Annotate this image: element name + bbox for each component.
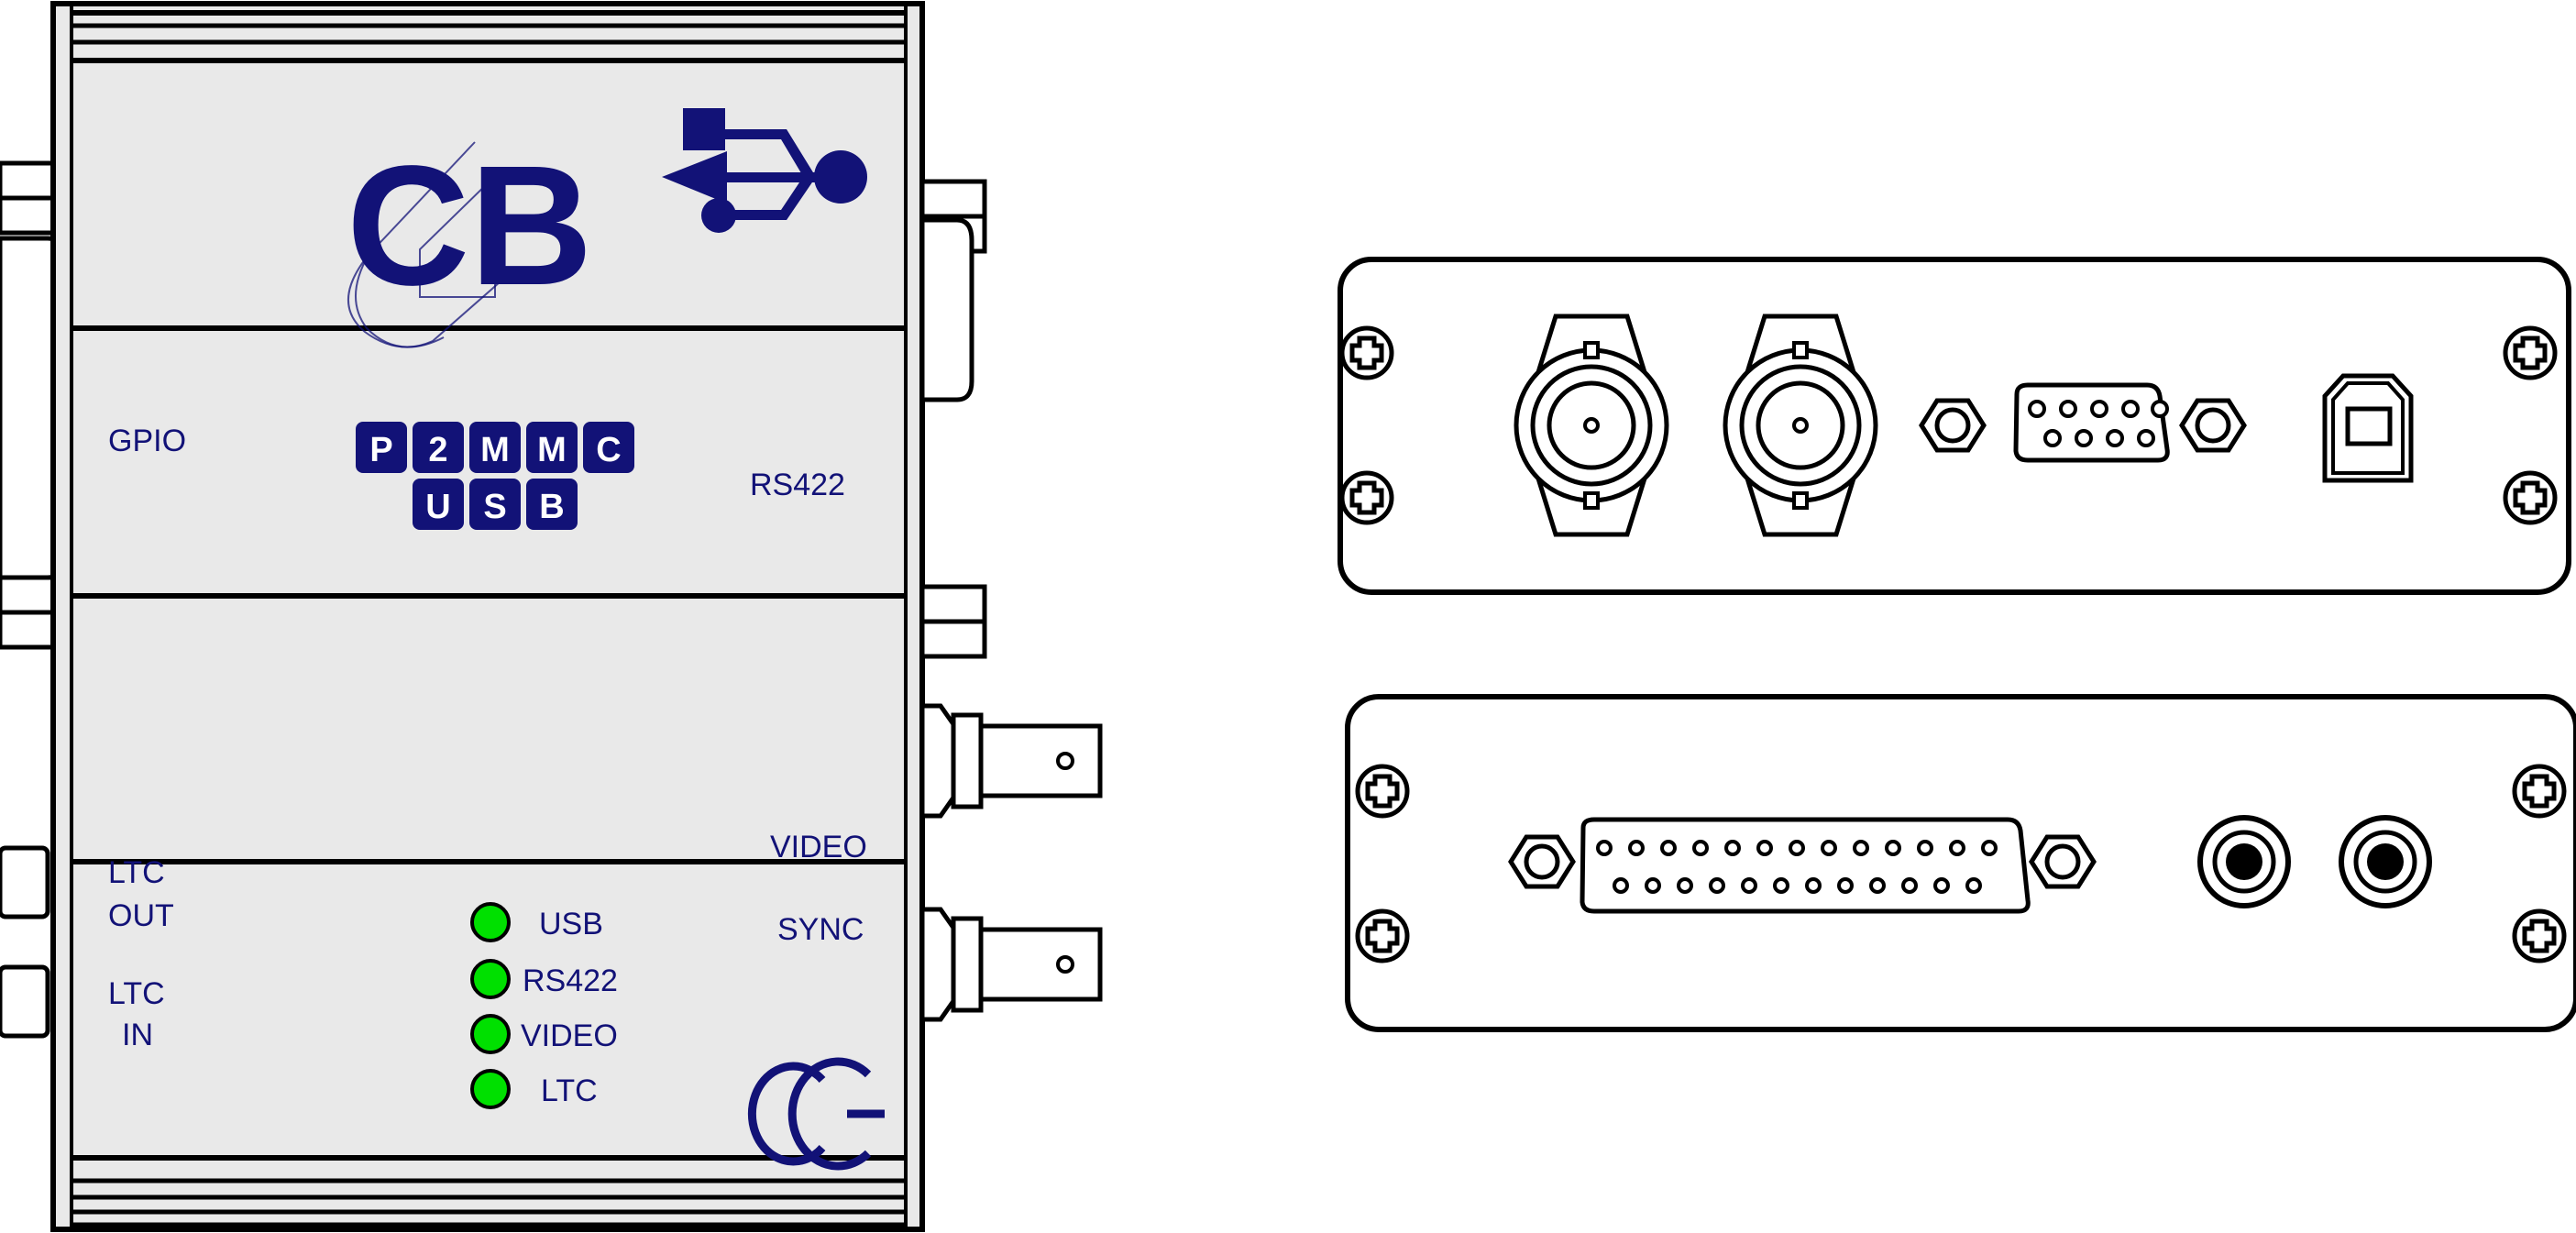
cb-logo: CB [347, 131, 593, 348]
led-rs422-icon [470, 959, 511, 999]
label-ltc-out-line2: OUT [108, 898, 174, 933]
led-video-icon [470, 1014, 511, 1054]
usb-trident-icon [662, 108, 867, 233]
db25-standoff-left [1508, 834, 1576, 889]
rear-screw-top-left [1355, 764, 1410, 819]
screw-bottom-right [2503, 470, 2558, 525]
led-ltc-icon [470, 1069, 511, 1109]
db9-standoff-right [2179, 398, 2247, 453]
bottom-vent-ribs [72, 1155, 906, 1227]
ltc-out-side-jack [0, 845, 50, 919]
keycap-u: U [425, 488, 450, 526]
rear-panel-screws [1355, 764, 2567, 963]
screw-top-left [1339, 325, 1394, 380]
front-panel-view [1338, 257, 2571, 595]
led-rs422: RS422 [470, 959, 618, 999]
keycap-m2: M [537, 431, 567, 469]
db9-connector [2013, 382, 2170, 463]
keycap-row-2: U S B [413, 479, 578, 530]
db25-connector [1580, 817, 2031, 914]
keycap-p: P [369, 431, 392, 469]
db9-standoff-left [1919, 398, 1987, 453]
rear-screw-bottom-right [2512, 908, 2567, 963]
keycap-s: S [483, 488, 506, 526]
bnc-jack-1 [1514, 314, 1669, 537]
led-video-label: VIDEO [521, 1018, 618, 1053]
db9-shell-right [919, 217, 974, 402]
top-vent-ribs [72, 10, 906, 63]
ce-mark-icon [747, 1057, 885, 1171]
keycap-c: C [596, 431, 621, 469]
keycap-2: 2 [428, 431, 447, 469]
led-rs422-label: RS422 [523, 963, 618, 998]
db9-lug-lower-1 [919, 584, 987, 624]
screw-top-right [2503, 325, 2558, 380]
rear-panel-view [1345, 694, 2576, 1032]
screw-bottom-left [1339, 470, 1394, 525]
label-rs422: RS422 [750, 468, 845, 502]
led-ltc-label: LTC [541, 1073, 598, 1108]
led-indicator-group: USB RS422 VIDEO LTC [470, 902, 618, 1109]
keycap-b: B [539, 488, 564, 526]
led-usb: USB [470, 902, 603, 942]
label-video: VIDEO [770, 830, 867, 864]
label-ltc-in-line1: LTC [108, 976, 165, 1011]
rear-screw-bottom-left [1355, 908, 1410, 963]
label-ltc-out-line1: LTC [108, 855, 165, 890]
front-panel-screws [1339, 325, 2558, 525]
right-edge-connectors [919, 179, 1103, 1022]
rca-jack-1 [2197, 815, 2291, 908]
bnc-video-side-profile [919, 703, 1103, 819]
ltc-in-side-jack [0, 964, 50, 1039]
label-gpio: GPIO [108, 424, 186, 458]
usb-type-b-receptacle [2322, 373, 2414, 483]
led-ltc: LTC [470, 1069, 598, 1109]
db9-lug-lower-2 [919, 619, 987, 659]
keycap-row-1: P 2 M M C [356, 422, 634, 473]
device-top-view: CB GPIO P 2 [0, 1, 1103, 1232]
led-usb-label: USB [539, 907, 603, 941]
keycap-m1: M [480, 431, 510, 469]
led-video: VIDEO [470, 1014, 618, 1054]
led-usb-icon [470, 902, 511, 942]
product-keycaps: P 2 M M C U S B [356, 422, 634, 530]
db9-lug-upper-1 [919, 179, 987, 219]
rear-screw-top-right [2512, 764, 2567, 819]
label-sync: SYNC [777, 912, 864, 947]
rca-jack-2 [2339, 815, 2432, 908]
label-ltc-in-line2: IN [122, 1018, 153, 1052]
bnc-sync-side-profile [919, 907, 1103, 1022]
db25-standoff-right [2029, 834, 2097, 889]
cb-logo-letter-c: CB [347, 131, 593, 321]
bnc-jack-2 [1723, 314, 1878, 537]
